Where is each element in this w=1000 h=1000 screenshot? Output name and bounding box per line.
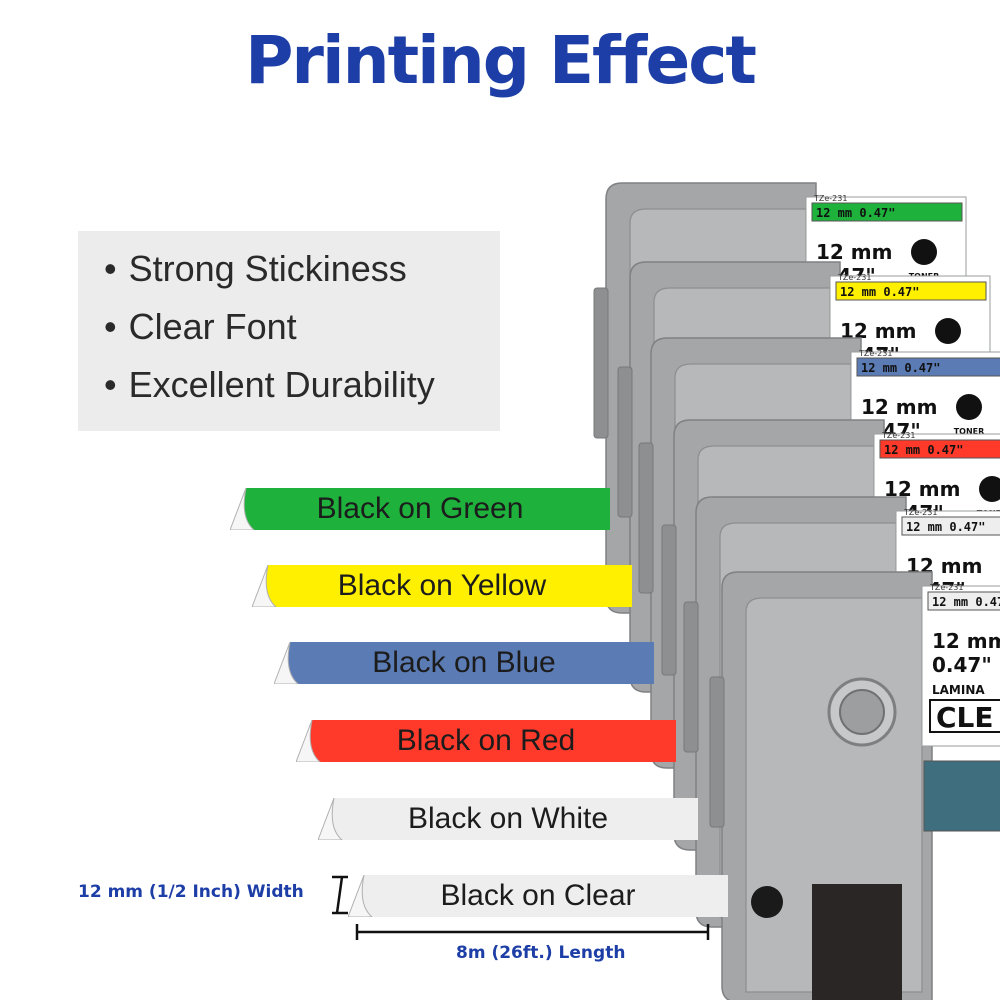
cassette-clip: [683, 601, 699, 753]
brand-logo-icon: [956, 394, 982, 420]
cassette-code: TZe-231: [881, 431, 915, 440]
cassette-strip-text: 12 mm 0.47": [816, 206, 895, 220]
cassette-code: TZe-231: [837, 273, 871, 282]
ribbon-window: [923, 760, 1000, 832]
tape-swatch: [318, 798, 698, 840]
tape-sample: Black on Blue: [274, 642, 654, 684]
peel-corner-icon: [318, 798, 343, 840]
cassette-strip-text: 12 mm 0.47": [906, 520, 985, 534]
cassette-clip: [593, 287, 609, 439]
brand-logo-icon: [911, 239, 937, 265]
tape-sample: Black on White: [318, 798, 698, 840]
length-marker: [355, 924, 710, 940]
tape-sample: Black on Green: [230, 488, 610, 530]
feature-label: Excellent Durability: [128, 364, 435, 405]
tape-swatch: [296, 720, 676, 762]
width-spec: 12 mm (1/2 Inch) Width: [78, 882, 304, 902]
features-panel: •Strong Stickiness •Clear Font •Excellen…: [78, 231, 500, 431]
tape-swatch: [274, 642, 654, 684]
cassette-clip: [638, 442, 654, 594]
cassette-clip: [661, 524, 677, 676]
cassette-code: TZe-231: [858, 349, 892, 358]
cassette-size-in: 0.47": [932, 653, 992, 677]
ink-ribbon: [812, 884, 902, 1000]
clear-text-box: [929, 699, 1000, 733]
brand-logo-icon: [935, 318, 961, 344]
brand-logo-icon: [979, 476, 1000, 502]
brand-name: TONER: [954, 427, 985, 436]
cassette-clip: [617, 366, 633, 518]
peel-corner-icon: [348, 875, 373, 917]
cassette-code: TZe-231: [903, 508, 937, 517]
cassette-size-mm: 12 mm: [932, 629, 1000, 653]
cassette-code: TZe-231: [929, 583, 963, 592]
tape-label: Black on Red: [396, 724, 576, 757]
cassette-color-strip: [901, 516, 1000, 536]
cassette-color-strip: [811, 202, 963, 222]
cassette-strip-text: 12 mm 0.47": [932, 595, 1000, 609]
cassette-color-strip: [927, 591, 1000, 611]
cassette-color-strip: [856, 357, 1000, 377]
reel-icon: [751, 886, 783, 918]
cassette-color-strip: [835, 281, 987, 301]
feature-item: •Strong Stickiness: [104, 248, 407, 289]
tape-label: Black on Blue: [372, 646, 556, 679]
tape-swatch: [252, 565, 632, 607]
cassette-clear-text: CLE: [936, 701, 994, 734]
tape-label: Black on Yellow: [337, 569, 547, 602]
tape-sample: Black on Red: [296, 720, 676, 762]
cassette-clip: [709, 676, 725, 828]
page-title: Printing Effect: [245, 22, 757, 99]
peel-corner-icon: [274, 642, 299, 684]
tape-swatch: [348, 875, 728, 917]
feature-label: Clear Font: [128, 306, 297, 347]
peel-corner-icon: [296, 720, 321, 762]
cassette-type: LAMINA: [932, 683, 985, 697]
feature-label: Strong Stickiness: [128, 248, 407, 289]
tape-label: Black on White: [407, 802, 609, 835]
cassette-color-strip: [879, 439, 1000, 459]
tape-label: Black on Green: [316, 492, 524, 525]
feature-item: •Excellent Durability: [104, 364, 435, 405]
cassette-strip-text: 12 mm 0.47": [840, 285, 919, 299]
cassette-strip-text: 12 mm 0.47": [861, 361, 940, 375]
tape-sample: Black on Yellow: [252, 565, 632, 607]
spool-hub: [839, 689, 885, 735]
peel-corner-icon: [230, 488, 255, 530]
feature-item: •Clear Font: [104, 306, 297, 347]
dimension-markers: [332, 875, 710, 940]
tape-swatch: [230, 488, 610, 530]
cassette-size-mm: 12 mm: [861, 395, 937, 419]
peel-corner-icon: [252, 565, 277, 607]
tape-label: Black on Clear: [440, 879, 636, 912]
tape-sample: Black on Clear: [348, 875, 728, 917]
cassette-size-mm: 12 mm: [816, 240, 892, 264]
cassette-strip-text: 12 mm 0.47": [884, 443, 963, 457]
width-marker: [332, 875, 348, 915]
cassette-code: TZe-231: [813, 194, 847, 203]
length-spec: 8m (26ft.) Length: [456, 943, 626, 963]
